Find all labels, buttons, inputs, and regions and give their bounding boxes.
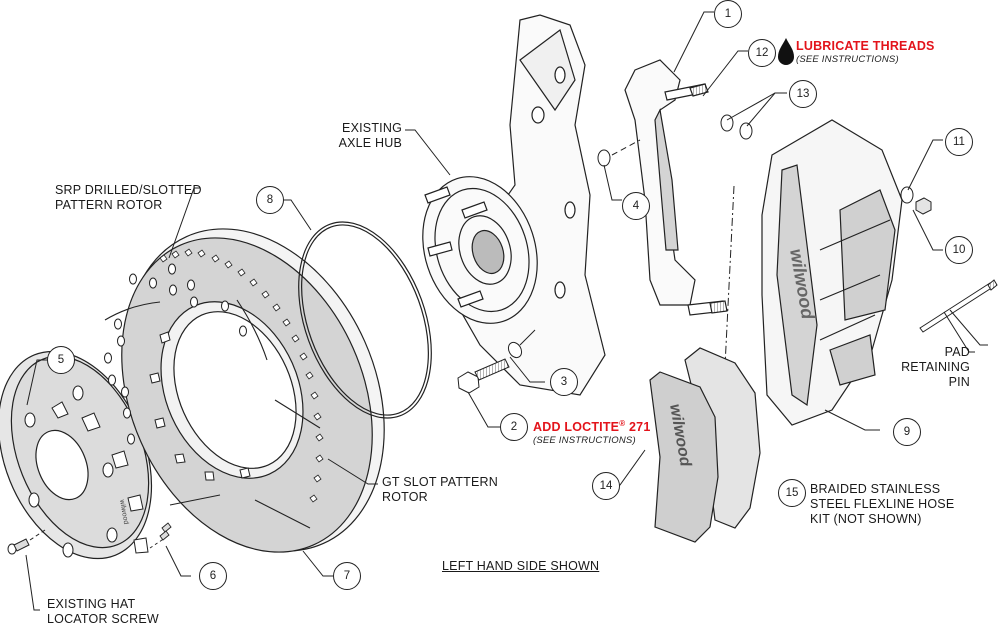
washer-4 [597, 149, 611, 167]
callout-10: 10 [945, 236, 973, 264]
callout-8: 8 [256, 186, 284, 214]
callout-3: 3 [550, 368, 578, 396]
callout-number: 7 [343, 570, 351, 582]
label-line: SRP DRILLED/SLOTTED [55, 183, 202, 197]
label-line: STEEL FLEXLINE HOSE [810, 497, 955, 511]
label-line: AXLE HUB [338, 136, 402, 150]
pad-alignment-line [723, 185, 735, 392]
label-line: PATTERN ROTOR [55, 198, 163, 212]
label-flexline-kit: BRAIDED STAINLESS STEEL FLEXLINE HOSE KI… [810, 482, 954, 527]
callout-number: 11 [953, 136, 965, 148]
washer-13b [739, 122, 753, 140]
note-lubricate-threads: LUBRICATE THREADS (SEE INSTRUCTIONS) [796, 39, 935, 65]
note-add-loctite: ADD LOCTITE® 271 (SEE INSTRUCTIONS) [533, 416, 650, 446]
hat-locator-screw [7, 529, 46, 555]
o-ring [298, 221, 432, 419]
callout-number: 6 [209, 570, 217, 582]
label-line: PIN [948, 375, 970, 389]
caliper-bracket [624, 59, 728, 316]
callout-number: 12 [755, 47, 769, 59]
washer-3 [507, 341, 523, 359]
note-title-text: ADD LOCTITE [533, 420, 620, 435]
callout-15: 15 [778, 479, 806, 507]
brake-pads [649, 347, 761, 543]
caliper-mount-bolt [457, 329, 536, 394]
callout-number: 1 [724, 8, 732, 20]
caliper [761, 119, 903, 426]
callout-11: 11 [945, 128, 973, 156]
label-line: EXISTING HAT [47, 597, 136, 611]
washer-11 [900, 186, 914, 204]
note-title-number: 271 [625, 420, 651, 435]
callout-number: 13 [796, 88, 810, 100]
label-line: EXISTING [342, 121, 402, 135]
label-gt-rotor: GT SLOT PATTERN ROTOR [382, 475, 498, 505]
callout-1: 1 [714, 0, 742, 28]
label-srp-rotor: SRP DRILLED/SLOTTED PATTERN ROTOR [55, 183, 202, 213]
callout-5: 5 [47, 346, 75, 374]
label-hat-locator-screw: EXISTING HAT LOCATOR SCREW [47, 597, 159, 627]
label-line: LOCATOR SCREW [47, 612, 159, 626]
axle-hub-knuckle [422, 14, 606, 396]
label-line: PAD [944, 345, 970, 359]
label-line: ROTOR [382, 490, 428, 504]
callout-number: 4 [632, 200, 640, 212]
washers [597, 114, 932, 215]
oil-drop-icon [778, 38, 794, 65]
callout-13: 13 [789, 80, 817, 108]
rotor-clip [149, 522, 172, 549]
callout-7: 7 [333, 562, 361, 590]
label-line: BRAIDED STAINLESS [810, 482, 941, 496]
label-existing-axle-hub: EXISTING AXLE HUB [322, 121, 402, 151]
note-subtitle: (SEE INSTRUCTIONS) [533, 435, 636, 447]
nut-10 [915, 197, 932, 215]
callout-number: 10 [952, 244, 966, 256]
registered-mark: ® [619, 419, 626, 428]
callout-number: 15 [785, 487, 799, 499]
leader-lines [25, 11, 988, 611]
note-subtitle: (SEE INSTRUCTIONS) [796, 54, 899, 65]
label-line: RETAINING [901, 360, 970, 374]
callout-9: 9 [893, 418, 921, 446]
note-title: ADD LOCTITE® 271 [533, 416, 650, 435]
note-title: LUBRICATE THREADS [796, 39, 935, 53]
label-pad-retaining-pin: PAD RETAINING PIN [900, 345, 970, 390]
callout-number: 8 [266, 194, 274, 206]
callout-14: 14 [592, 472, 620, 500]
callout-number: 2 [510, 421, 518, 433]
callout-12: 12 [748, 39, 776, 67]
hat-brand-mark: wilwood [118, 498, 129, 525]
pad-retaining-pin [919, 279, 998, 333]
callout-number: 9 [903, 426, 911, 438]
brake-rotor [104, 228, 385, 553]
washer-13a [720, 114, 734, 132]
label-left-hand-side-shown: LEFT HAND SIDE SHOWN [442, 559, 600, 573]
label-line: KIT (NOT SHOWN) [810, 512, 922, 526]
callout-number: 5 [57, 354, 65, 366]
label-line: GT SLOT PATTERN [382, 475, 498, 489]
callout-number: 3 [560, 376, 568, 388]
callout-4: 4 [622, 192, 650, 220]
callout-6: 6 [199, 562, 227, 590]
callout-number: 14 [599, 480, 613, 492]
callout-2: 2 [500, 413, 528, 441]
